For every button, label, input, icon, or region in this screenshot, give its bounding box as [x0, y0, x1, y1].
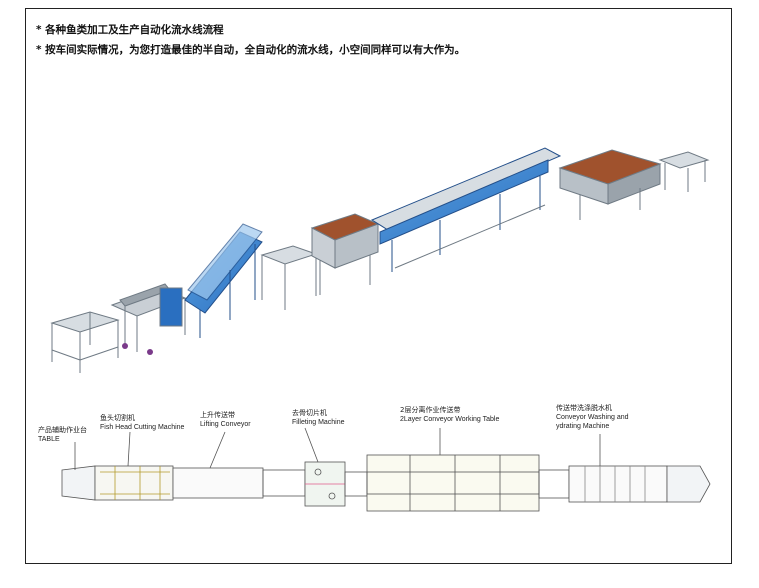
iso-washing-machine	[558, 149, 662, 220]
iso-filleting-machine	[310, 213, 380, 295]
plan-view	[61, 427, 711, 512]
iso-right-table	[658, 151, 710, 192]
label-washing-machine: 传送带洗涤脱水机 Conveyor Washing and ydrating M…	[556, 404, 629, 430]
label-lifting-conveyor: 上升传送带 Lifting Conveyor	[200, 411, 251, 428]
header-line-2: * 按车间实际情况，为您打造最佳的半自动，全自动化的流水线，小空间同样可以有大作…	[36, 44, 466, 56]
iso-mid-table	[260, 245, 318, 310]
label-filleting: 去骨切片机 Filleting Machine	[292, 409, 345, 426]
iso-aux-table	[50, 311, 120, 373]
iso-head-cutting-machine	[110, 283, 187, 355]
label-table: 产品辅助作业台 TABLE	[38, 426, 87, 443]
header-line-1: * 各种鱼类加工及生产自动化流水线流程	[36, 24, 224, 36]
label-two-layer-conveyor: 2层分离作业传送带 2Layer Conveyor Working Table	[400, 406, 500, 423]
iso-lifting-conveyor	[184, 223, 263, 338]
label-head-cutting: 鱼头切割机 Fish Head Cutting Machine	[100, 414, 185, 431]
iso-two-layer-conveyor	[370, 147, 562, 272]
